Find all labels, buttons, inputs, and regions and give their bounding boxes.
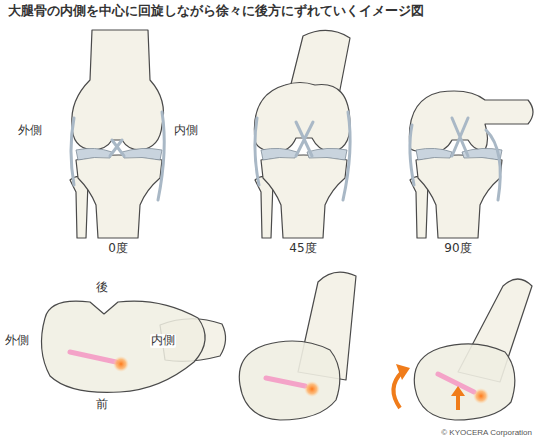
rotation-arrowhead [396, 364, 410, 380]
part-label: 前 [95, 398, 109, 412]
knee-joint [414, 344, 515, 420]
part-label: 外側 [17, 124, 43, 138]
rotation-center [304, 381, 320, 397]
axis-line [70, 352, 116, 362]
knee-joint [239, 341, 340, 420]
cruciate-ligament [296, 122, 313, 156]
copyright-note: © KYOCERA Corporation [441, 428, 532, 437]
title: 大腿骨の内側を中心に回旋しながら徐々に後方にずれていくイメージ図 [8, 4, 424, 19]
femur [409, 91, 533, 152]
femur [72, 30, 164, 150]
tibia [261, 155, 347, 238]
tibial-plateau [41, 301, 205, 392]
meniscus [416, 148, 452, 160]
rotation-arrow [393, 372, 402, 408]
cruciate-ligament [452, 118, 468, 156]
collateral-ligament [486, 130, 500, 200]
tibia [76, 155, 162, 238]
part-label: 内側 [150, 334, 176, 348]
collateral-ligament [255, 118, 259, 185]
part-label: 後 [95, 281, 109, 295]
part-label: 90度 [443, 242, 472, 256]
meniscus [307, 148, 347, 160]
collateral-ligament [343, 112, 350, 200]
tibia [416, 155, 502, 238]
shift-arrow [451, 386, 465, 410]
collateral-ligament [71, 118, 74, 185]
part-label: 外側 [4, 334, 30, 348]
rotation-center [473, 388, 489, 404]
meniscus [122, 148, 162, 160]
collateral-ligament [158, 112, 164, 200]
meniscus [76, 148, 112, 160]
part-label: 内側 [173, 124, 199, 138]
meniscus [261, 148, 297, 160]
collateral-ligament [410, 125, 414, 185]
part-label: 0度 [107, 242, 129, 256]
rotation-center [113, 356, 129, 372]
axis-line [266, 378, 305, 386]
part-label: 45度 [288, 242, 317, 256]
cruciate-ligament [110, 140, 124, 156]
